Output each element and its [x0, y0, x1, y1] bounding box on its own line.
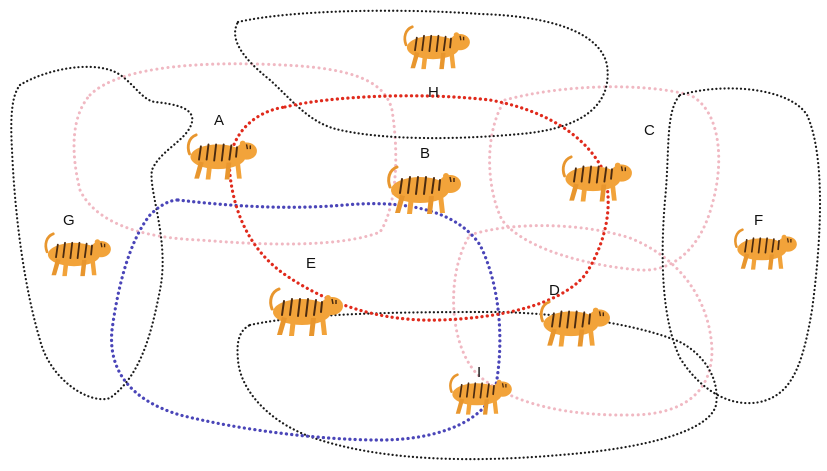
label-g: G [63, 212, 75, 229]
tiger-icon-c [561, 155, 634, 203]
pink-territory-east [488, 85, 721, 272]
label-e: E [306, 255, 316, 272]
blue-territory [109, 198, 502, 442]
tiger-icon-a [186, 133, 259, 181]
label-c: C [644, 122, 655, 139]
tiger-icon-d [539, 300, 612, 348]
label-h: H [428, 84, 439, 101]
black-territory-i [236, 310, 718, 461]
pink-territory-south [452, 224, 714, 417]
tiger-icon-f [734, 228, 799, 271]
label-b: B [420, 145, 430, 162]
tiger-icon-e [269, 287, 345, 338]
red-territory [227, 94, 610, 322]
tiger-icon-g [44, 232, 113, 278]
tiger-icon-b [387, 165, 463, 216]
pink-territory-west [72, 62, 398, 246]
label-i: I [477, 364, 481, 381]
black-territory-f [661, 87, 822, 405]
label-f: F [754, 212, 763, 229]
label-a: A [214, 112, 224, 129]
black-territory-g [10, 65, 194, 401]
black-territory-h [234, 9, 609, 140]
label-d: D [549, 282, 560, 299]
tiger-icon-h [403, 25, 472, 71]
